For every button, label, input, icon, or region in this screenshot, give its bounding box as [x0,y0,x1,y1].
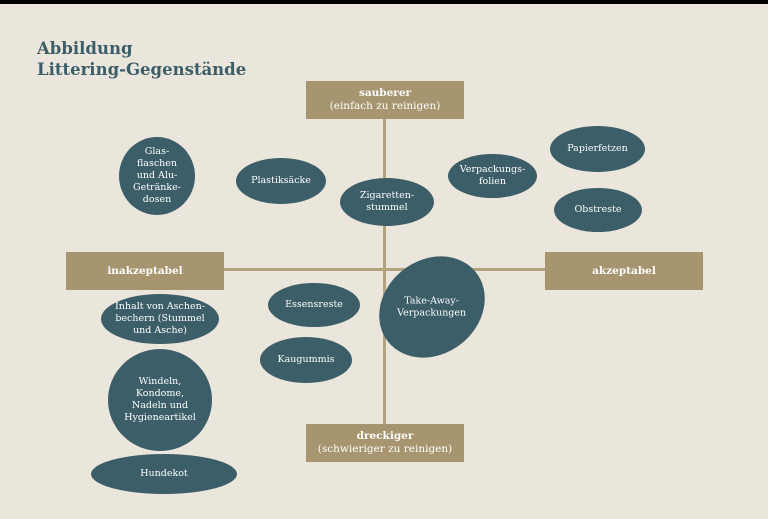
item-plastiksaecke: Plastiksäcke [236,158,326,204]
item-take-away: Take-Away- Verpackungen [358,235,506,379]
item-aschenbecher: Inhalt von Aschen- bechern (Stummel und … [101,294,219,344]
axis-top-sublabel: (einfach zu reinigen) [329,100,441,112]
item-glasflaschen: Glas- flaschen und Alu- Getränke- dosen [119,137,195,215]
item-take-away-label: Take-Away- Verpackungen [397,295,467,319]
axis-top-label: sauberer [358,87,412,99]
diagram-page: Abbildung Littering-Gegenstände sauberer… [0,4,768,519]
figure-title: Abbildung Littering-Gegenstände [37,38,246,80]
axis-left-label: inakzeptabel [107,264,183,277]
item-essensreste: Essensreste [268,283,360,327]
axis-bottom-label: dreckiger [356,430,414,442]
item-kaugummis: Kaugummis [260,337,352,383]
axis-label-right: akzeptabel [545,252,703,290]
item-hundekot: Hundekot [91,454,237,494]
vertical-axis [383,119,386,435]
axis-bottom-sublabel: (schwieriger zu reinigen) [317,443,453,455]
figure-title-line1: Abbildung [37,39,133,58]
item-zigarettenstummel: Zigaretten- stummel [340,178,434,226]
axis-label-bottom: dreckiger (schwieriger zu reinigen) [306,424,464,462]
item-windeln: Windeln, Kondome, Nadeln und Hygienearti… [108,349,212,451]
axis-label-top: sauberer (einfach zu reinigen) [306,81,464,119]
item-verpackungsfolien: Verpackungs- folien [448,154,537,198]
horizontal-axis [222,268,546,271]
item-obstreste: Obstreste [554,188,642,232]
item-papierfetzen: Papierfetzen [550,126,645,172]
axis-label-left: inakzeptabel [66,252,224,290]
axis-right-label: akzeptabel [592,264,656,277]
figure-title-line2: Littering-Gegenstände [37,60,247,79]
